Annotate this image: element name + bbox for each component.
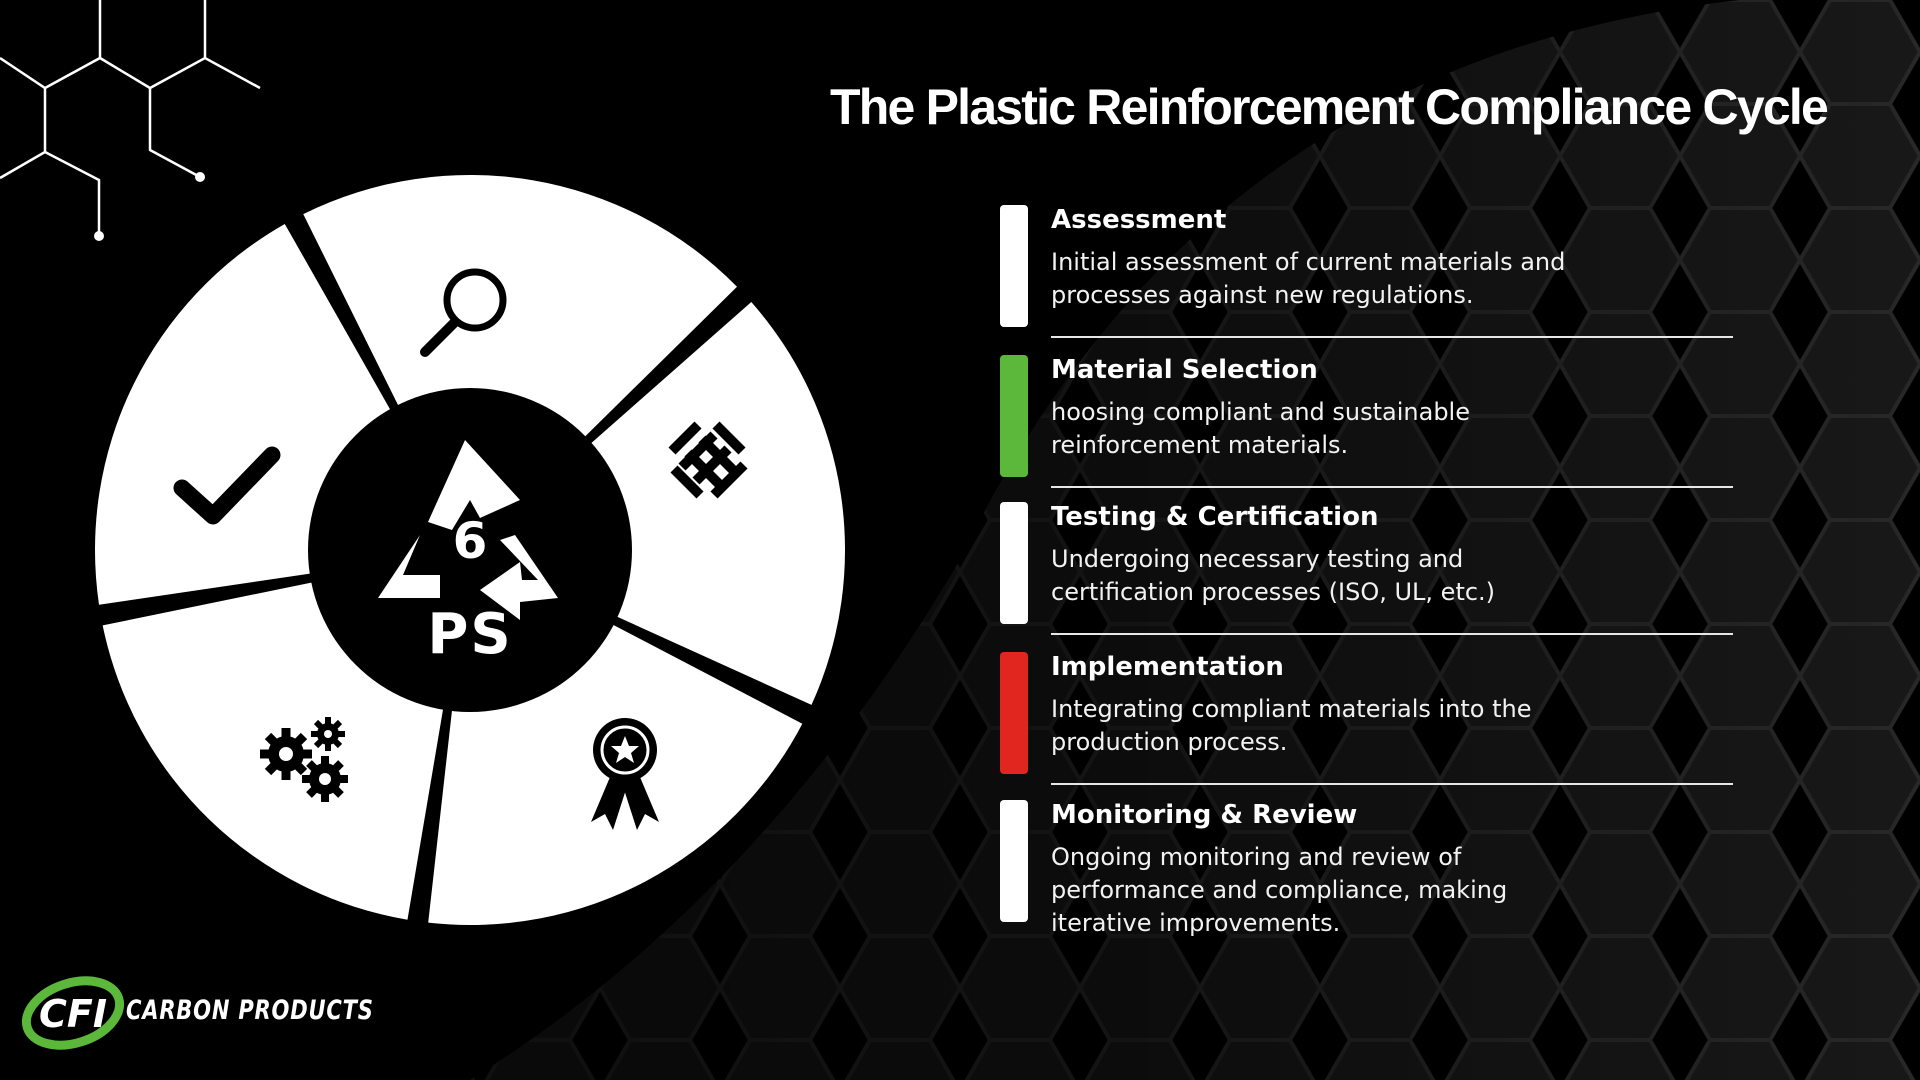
step-title: Material Selection bbox=[1051, 355, 1318, 385]
step-divider bbox=[1051, 633, 1733, 635]
page-title: The Plastic Reinforcement Compliance Cyc… bbox=[830, 79, 1829, 135]
recycle-symbol-icon bbox=[378, 440, 558, 620]
step-title: Implementation bbox=[1051, 652, 1284, 682]
step-divider bbox=[1051, 783, 1733, 785]
checkmark-icon bbox=[173, 446, 281, 525]
brand-name: CARBON PRODUCTS bbox=[126, 995, 374, 1026]
weave-icon bbox=[668, 421, 748, 499]
plastic-type-label: PS bbox=[427, 602, 512, 667]
step-accent-bar bbox=[1000, 205, 1028, 327]
recycle-code: 6 bbox=[453, 512, 488, 570]
step-title: Monitoring & Review bbox=[1051, 800, 1358, 830]
step-accent-bar bbox=[1000, 800, 1028, 922]
wheel-center-disc bbox=[308, 388, 632, 712]
logo-mark-text: CFI bbox=[39, 992, 107, 1036]
step-title: Testing & Certification bbox=[1051, 502, 1379, 532]
step-description: Initial assessment of current materials … bbox=[1051, 248, 1566, 309]
step-description: Undergoing necessary testing and certifi… bbox=[1051, 545, 1496, 606]
step-description: hoosing compliant and sustainable reinfo… bbox=[1051, 398, 1470, 459]
molecule-decoration bbox=[0, 0, 261, 241]
award-ribbon-icon bbox=[591, 718, 659, 830]
step-description: Integrating compliant materials into the… bbox=[1051, 695, 1532, 756]
brand-logo: CFI CARBON PRODUCTS bbox=[18, 965, 373, 1055]
step-accent-bar bbox=[1000, 355, 1028, 477]
step-description: Ongoing monitoring and review of perform… bbox=[1051, 843, 1508, 937]
cfi-logo-icon: CFI bbox=[21, 976, 125, 1050]
step-accent-bar bbox=[1000, 652, 1028, 774]
step-divider bbox=[1051, 336, 1733, 338]
step-accent-bar bbox=[1000, 502, 1028, 624]
gears-icon bbox=[260, 717, 348, 802]
wheel-segment-weave bbox=[470, 302, 845, 705]
step-divider bbox=[1051, 486, 1733, 488]
wheel-segment-magnifier bbox=[303, 174, 738, 550]
compliance-cycle-wheel: 6 PS bbox=[95, 174, 845, 925]
step-title: Assessment bbox=[1051, 205, 1227, 235]
magnifier-icon bbox=[420, 268, 507, 357]
